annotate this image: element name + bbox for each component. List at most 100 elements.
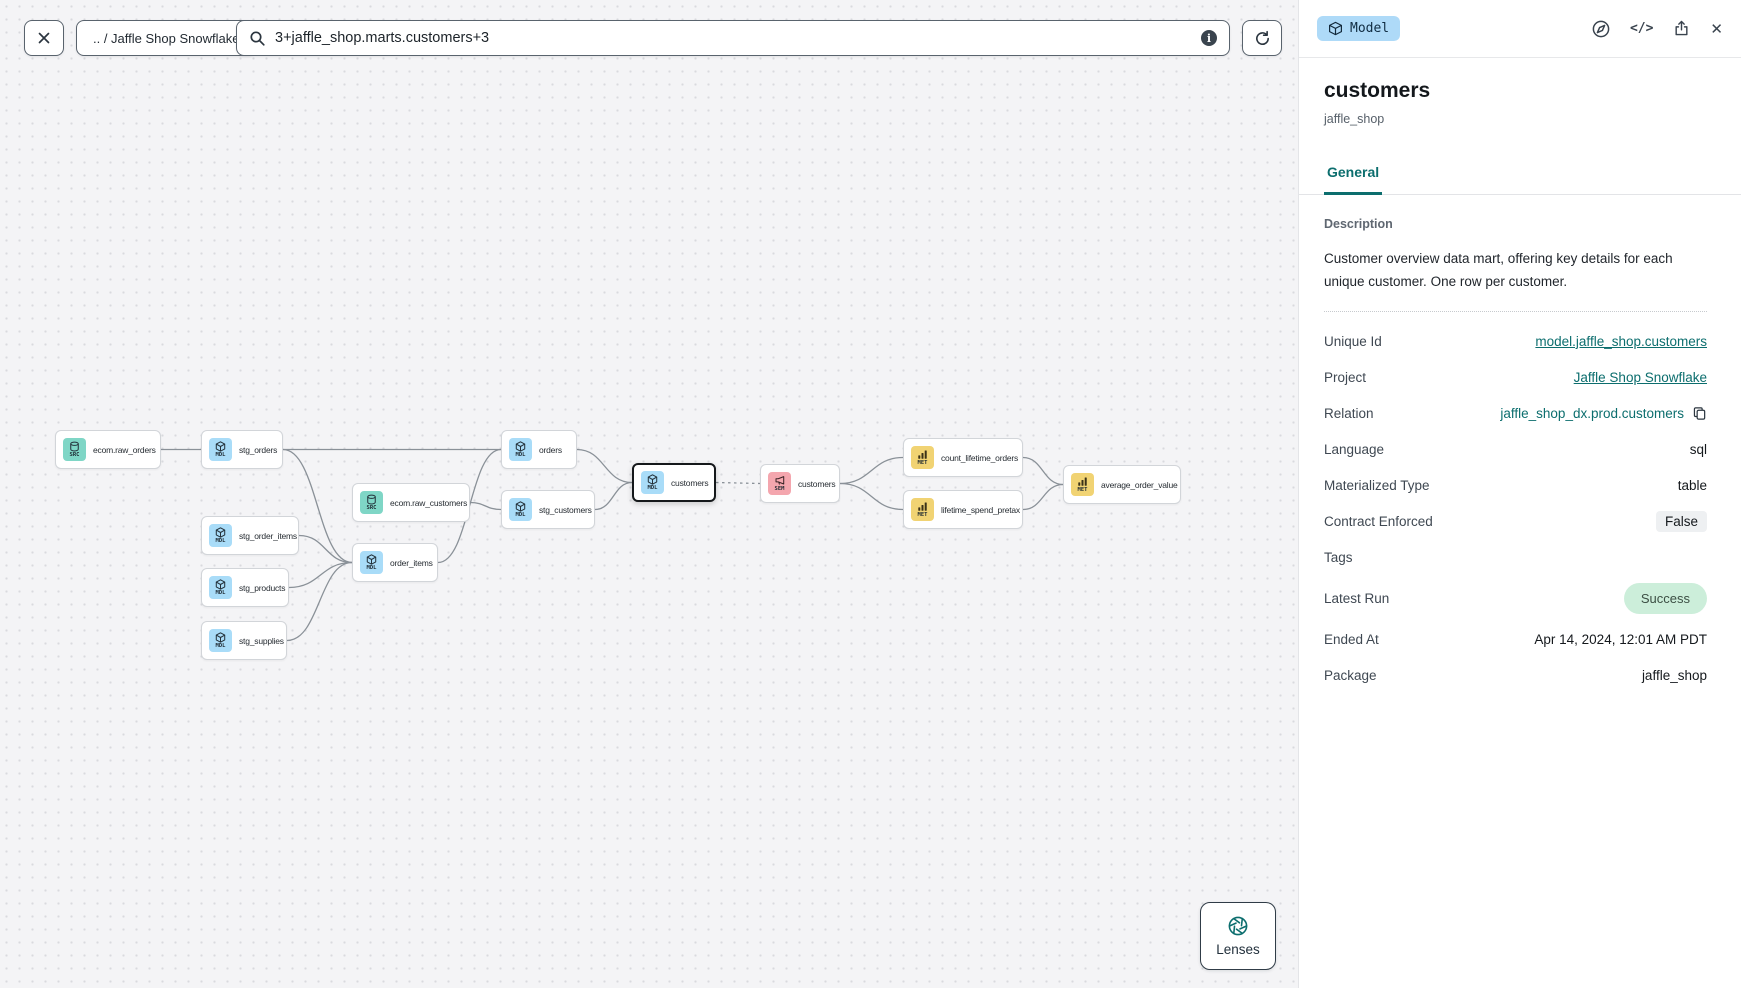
met-icon: MET <box>911 498 934 521</box>
field-row-project: Project Jaffle Shop Snowflake <box>1324 367 1707 388</box>
field-value: False <box>1655 510 1707 532</box>
graph-node-count-lifetime-orders[interactable]: MET count_lifetime_orders <box>903 438 1023 477</box>
field-value: jaffle_shop <box>1642 668 1707 683</box>
panel-body: Description Customer overview data mart,… <box>1299 195 1741 686</box>
close-panel-icon[interactable]: ✕ <box>1710 20 1723 38</box>
mdl-icon: MDL <box>209 629 232 652</box>
graph-node-average-order-value[interactable]: MET average_order_value <box>1063 465 1181 504</box>
field-row-language: Language sql <box>1324 439 1707 460</box>
value-text: jaffle_shop <box>1641 667 1707 683</box>
graph-node-ecom-raw-orders[interactable]: SRC ecom.raw_orders <box>55 430 161 469</box>
divider <box>1324 310 1707 312</box>
field-value: table <box>1678 478 1707 493</box>
graph-node-stg-orders[interactable]: MDL stg_orders <box>201 430 283 469</box>
search-icon <box>250 30 265 46</box>
edge-stg-orders-to-order-items <box>282 448 353 564</box>
field-value: Jaffle Shop Snowflake <box>1574 370 1707 385</box>
graph-node-lifetime-spend-pretax[interactable]: MET lifetime_spend_pretax <box>903 490 1023 529</box>
graph-node-customers[interactable]: MDL customers <box>632 463 716 502</box>
edge-stg-products-to-order-items <box>288 561 353 589</box>
field-value: model.jaffle_shop.customers <box>1535 334 1707 349</box>
panel-title: customers <box>1324 79 1431 102</box>
field-label: Ended At <box>1324 631 1379 647</box>
field-label: Package <box>1324 667 1377 683</box>
src-icon: SRC <box>360 491 383 514</box>
graph-node-orders[interactable]: MDL orders <box>501 430 577 469</box>
panel-subtitle: jaffle_shop <box>1324 112 1385 126</box>
field-label: Materialized Type <box>1324 477 1430 493</box>
field-row-ended-at: Ended At Apr 14, 2024, 12:01 AM PDT <box>1324 629 1707 650</box>
edge-stg-order-items-to-order-items <box>298 534 353 564</box>
src-icon: SRC <box>63 438 86 461</box>
panel-actions: </> ✕ <box>1591 19 1723 39</box>
tab-general[interactable]: General <box>1324 153 1383 195</box>
met-icon: MET <box>911 446 934 469</box>
details-panel: Model </> ✕ <box>1298 0 1741 988</box>
field-row-materialized-type: Materialized Type table <box>1324 475 1707 496</box>
refresh-icon <box>1255 30 1269 45</box>
mdl-icon: MDL <box>209 438 232 461</box>
lenses-label: Lenses <box>1216 942 1260 957</box>
node-label: count_lifetime_orders <box>941 452 1019 463</box>
node-label: stg_products <box>239 582 286 593</box>
info-icon[interactable]: i <box>1201 30 1217 46</box>
breadcrumb-label: .. / Jaffle Shop Snowflake <box>93 30 240 46</box>
edge-stg-supplies-to-order-items <box>286 561 353 642</box>
share-icon[interactable] <box>1672 19 1691 38</box>
description-label: Description <box>1324 217 1393 231</box>
close-icon <box>38 32 50 44</box>
edge-customers-to-customers-sem <box>715 481 761 485</box>
lineage-search: i <box>236 20 1230 56</box>
sem-icon: SEM <box>768 472 791 495</box>
node-label: stg_orders <box>239 444 278 455</box>
field-value: jaffle_shop_dx.prod.customers <box>1500 406 1707 421</box>
node-label: orders <box>539 444 562 455</box>
field-link[interactable]: model.jaffle_shop.customers <box>1535 333 1707 349</box>
edge-customers-sem-to-count-lifetime-orders <box>839 456 904 485</box>
edge-customers-sem-to-lifetime-spend-pretax <box>839 482 904 511</box>
model-type-label: Model <box>1350 21 1390 36</box>
field-value: sql <box>1690 442 1707 457</box>
mdl-icon: MDL <box>209 524 232 547</box>
field-label: Language <box>1324 441 1385 457</box>
copy-icon[interactable] <box>1692 406 1707 421</box>
field-value: Success <box>1623 582 1707 614</box>
field-label: Latest Run <box>1324 590 1390 606</box>
close-lineage-button[interactable] <box>24 20 64 56</box>
node-label: ecom.raw_orders <box>93 444 156 455</box>
refresh-button[interactable] <box>1242 20 1282 56</box>
breadcrumb[interactable]: .. / Jaffle Shop Snowflake <box>76 20 257 56</box>
code-icon[interactable]: </> <box>1629 21 1654 36</box>
field-value: Apr 14, 2024, 12:01 AM PDT <box>1534 632 1707 647</box>
lenses-button[interactable]: Lenses <box>1200 902 1276 970</box>
field-link[interactable]: Jaffle Shop Snowflake <box>1573 369 1707 385</box>
description-text: Customer overview data mart, offering ke… <box>1324 251 1673 289</box>
node-label: average_order_value <box>1101 479 1178 490</box>
field-label: Project <box>1324 369 1367 385</box>
graph-node-customers-sem[interactable]: SEM customers <box>760 464 840 503</box>
panel-tabs: General <box>1299 153 1741 195</box>
mdl-icon: MDL <box>509 438 532 461</box>
field-row-latest-run: Latest Run Success <box>1324 582 1707 614</box>
explore-compass-icon[interactable] <box>1591 19 1611 39</box>
node-label: lifetime_spend_pretax <box>941 504 1020 515</box>
value-text: Apr 14, 2024, 12:01 AM PDT <box>1534 631 1707 647</box>
panel-header: Model </> ✕ <box>1299 0 1741 58</box>
cube-icon <box>1329 21 1342 36</box>
search-input[interactable] <box>275 30 1192 46</box>
mdl-icon: MDL <box>641 471 664 494</box>
node-label: customers <box>798 478 836 489</box>
met-icon: MET <box>1071 473 1094 496</box>
node-label: customers <box>671 477 709 488</box>
edge-lifetime-spend-pretax-to-average-order-value <box>1022 483 1064 511</box>
